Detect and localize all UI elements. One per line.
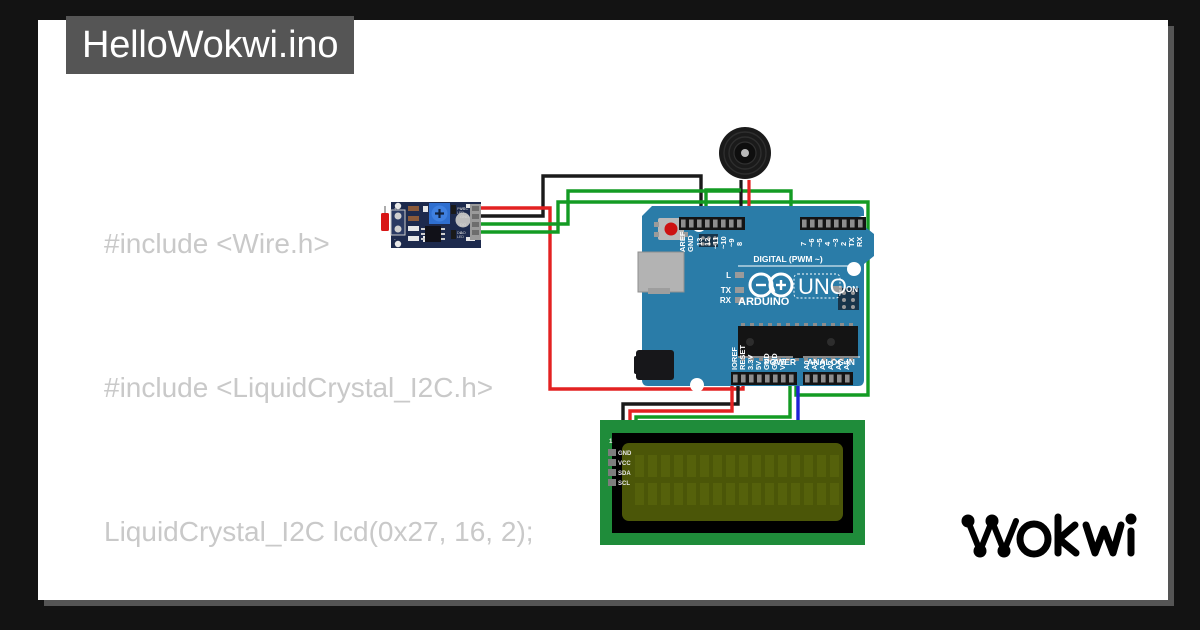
- pin-label: 5V: [754, 361, 763, 370]
- wire-red-lcd-vcc: [628, 370, 734, 465]
- svg-text:RX: RX: [720, 296, 732, 305]
- svg-text:ON: ON: [846, 285, 858, 294]
- usb-connector: [637, 251, 685, 294]
- analog-header: [803, 372, 853, 385]
- power-jack: [634, 350, 674, 380]
- wire-green-lcd-sda: [634, 370, 792, 475]
- wire-bundle: [480, 174, 870, 485]
- pin-label: A0: [802, 360, 811, 370]
- pin-label: 2: [839, 242, 848, 246]
- wire-black-lcd-gnd: [621, 370, 740, 455]
- atmega-ic: [738, 323, 858, 361]
- pin-label: 13: [695, 238, 704, 246]
- project-canvas: #include <Wire.h> #include <LiquidCrysta…: [38, 20, 1168, 600]
- pin-label: AREF: [678, 231, 687, 252]
- board-name-label: UNO: [798, 274, 847, 299]
- pin-label: GND: [618, 451, 632, 457]
- svg-text:TX: TX: [721, 286, 732, 295]
- pin-label: TX: [847, 237, 856, 247]
- lcd1602-i2c: GND VCC SDA SCL 1: [600, 420, 865, 545]
- pin-label: A3: [826, 360, 835, 370]
- led-indicators: L TX RX ON: [720, 271, 858, 305]
- digital-header-label: DIGITAL (PWM ~): [753, 254, 823, 264]
- icsp-header-right: [838, 288, 859, 310]
- reset-button: [654, 218, 688, 240]
- code-line: LiquidCrystal_I2C lcd(0x27, 16, 2);: [104, 516, 534, 547]
- wire-green-ao: [480, 200, 870, 397]
- pin-label: IOREF: [730, 347, 739, 370]
- pin-label: RX: [855, 237, 864, 247]
- arduino-uno-board: AREF GND 13 12 ~11 ~10 ~9 8 7 ~6 ~5 4 ~3…: [634, 206, 874, 392]
- pin-label: 4: [823, 241, 832, 246]
- pin-label: 12: [703, 238, 712, 246]
- wire-green-buzzer-to-d8: [704, 188, 741, 218]
- wokwi-logo: [958, 507, 1138, 568]
- code-line: #include <Wire.h>: [104, 228, 330, 259]
- pin-label: A5: [842, 360, 851, 370]
- pin-label: ~6: [807, 238, 816, 247]
- pin-label: ~3: [831, 238, 840, 247]
- pin-one-label: 1: [609, 439, 613, 445]
- code-editor-text: #include <Wire.h> #include <LiquidCrysta…: [104, 124, 534, 600]
- pin-label: A4: [834, 360, 843, 370]
- pin-label: ~9: [727, 238, 736, 247]
- digital-header-left: [679, 217, 745, 230]
- pin-label: ~5: [815, 238, 824, 247]
- pin-label: A2: [818, 360, 827, 370]
- pin-label: SCL: [618, 481, 630, 487]
- filename-title-chip: HelloWokwi.ino: [66, 16, 355, 74]
- pin-label: RESET: [738, 345, 747, 370]
- svg-text:L: L: [726, 271, 731, 280]
- power-header-label: POWER: [764, 357, 796, 367]
- filename-label: HelloWokwi.ino: [82, 24, 339, 66]
- pin-label: VCC: [618, 461, 631, 467]
- pin-label: Vin: [778, 358, 787, 370]
- arduino-infinity-logo: [748, 272, 794, 298]
- pin-label: 7: [799, 242, 808, 246]
- pin-label: GND: [770, 353, 779, 370]
- pin-label: 8: [735, 242, 744, 246]
- digital-header-right: [800, 217, 866, 230]
- analog-header-label: ANALOG IN: [807, 357, 855, 367]
- code-line: #include <LiquidCrystal_I2C.h>: [104, 372, 494, 403]
- power-header: [731, 372, 797, 385]
- pin-label: ~10: [719, 236, 728, 249]
- pin-label: A1: [810, 360, 819, 370]
- board-brand-label: ARDUINO: [738, 296, 790, 308]
- pin-label: 3.3V: [746, 355, 755, 370]
- pin-label: GND: [762, 353, 771, 370]
- pin-label: SDA: [618, 471, 631, 477]
- pin-label: GND: [686, 235, 695, 252]
- icsp-header-top: [699, 234, 718, 247]
- piezo-buzzer: [719, 127, 771, 220]
- wire-blue-lcd-scl: [638, 370, 800, 485]
- pin-label: ~11: [711, 237, 720, 249]
